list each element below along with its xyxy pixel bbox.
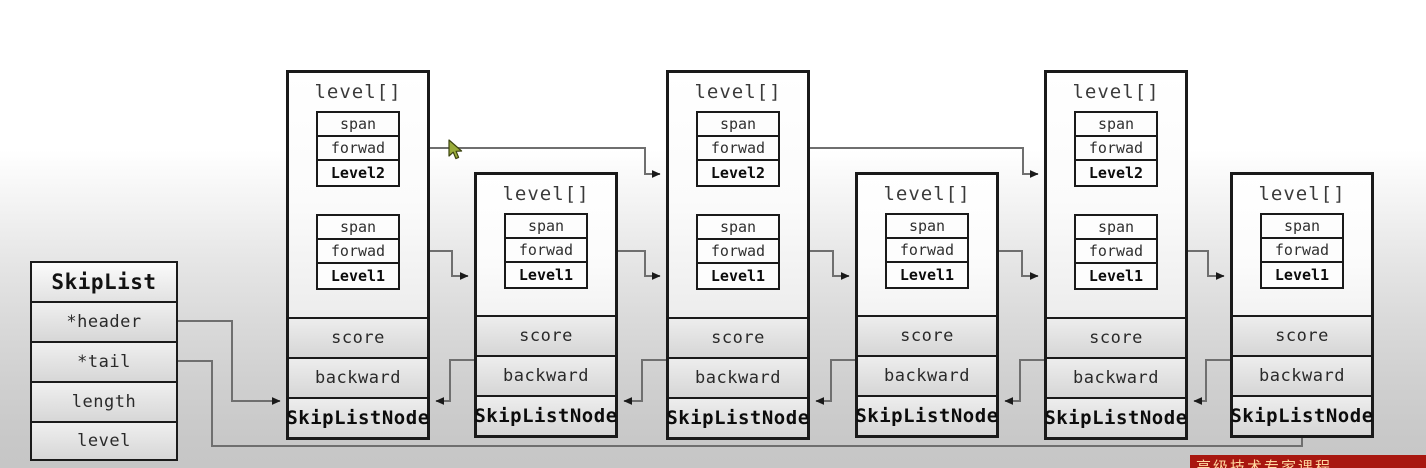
level-name-cell: Level1 xyxy=(318,264,398,288)
forward-cell: forwad xyxy=(698,240,778,264)
level-array-label: level[] xyxy=(1258,183,1346,205)
level-name-cell: Level2 xyxy=(1076,161,1156,185)
wire-backward-node4-to-node3 xyxy=(815,359,855,405)
node-name-row: SkipListNode xyxy=(1044,397,1187,437)
forward-cell: forwad xyxy=(1076,137,1156,161)
skiplist-field-tail: *tail xyxy=(30,341,178,381)
level-name-cell: Level1 xyxy=(1262,263,1342,287)
span-cell: span xyxy=(698,216,778,240)
score-row: score xyxy=(477,315,615,355)
backward-row: backward xyxy=(477,355,615,395)
backward-row: backward xyxy=(858,355,996,395)
skiplist-field-length: length xyxy=(30,381,178,421)
span-cell: span xyxy=(318,216,398,240)
score-row: score xyxy=(669,317,807,357)
level-name-cell: Level1 xyxy=(698,264,778,288)
span-cell: span xyxy=(1076,216,1156,240)
level-name-cell: Level2 xyxy=(698,161,778,185)
level-array-label: level[] xyxy=(883,183,971,205)
bottom-banner-text: 高级技术专家课程 xyxy=(1196,458,1333,468)
level-array-label: level[] xyxy=(502,183,590,205)
wire-backward-node2-to-node1 xyxy=(435,359,474,405)
level-spacer xyxy=(1047,290,1185,309)
skiplist-title: SkipList xyxy=(30,261,178,301)
forward-cell: forwad xyxy=(887,239,967,263)
level-spacer xyxy=(477,289,615,307)
level-spacer xyxy=(1233,289,1371,307)
wire-backward-node5-to-node4 xyxy=(1004,359,1044,405)
score-row: score xyxy=(289,317,427,357)
backward-row: backward xyxy=(1233,355,1371,395)
wire-backward-node3-to-node2 xyxy=(623,359,666,405)
mouse-pointer-icon xyxy=(448,139,463,160)
wire-level2-node3-to-node5 xyxy=(793,147,1039,178)
node-name-row: SkipListNode xyxy=(855,395,998,435)
bottom-banner: 高级技术专家课程 xyxy=(1190,455,1426,468)
span-cell: span xyxy=(698,113,778,137)
span-cell: span xyxy=(887,215,967,239)
span-cell: span xyxy=(1076,113,1156,137)
node-name-row: SkipListNode xyxy=(474,395,617,435)
span-cell: span xyxy=(506,215,586,239)
span-cell: span xyxy=(1262,215,1342,239)
score-row: score xyxy=(858,315,996,355)
backward-row: backward xyxy=(669,357,807,397)
level-array-label: level[] xyxy=(314,81,402,103)
forward-cell: forwad xyxy=(318,240,398,264)
level-spacer xyxy=(858,289,996,307)
skiplist-struct: SkipList *header *tail length level xyxy=(30,261,178,461)
level-name-cell: Level1 xyxy=(1076,264,1156,288)
forward-cell: forwad xyxy=(318,137,398,161)
backward-row: backward xyxy=(289,357,427,397)
node-name-row: SkipListNode xyxy=(1230,395,1373,435)
wire-header-to-node1 xyxy=(178,320,281,405)
level-array-label: level[] xyxy=(694,81,782,103)
forward-cell: forwad xyxy=(1076,240,1156,264)
score-row: score xyxy=(1047,317,1185,357)
forward-cell: forwad xyxy=(698,137,778,161)
level-name-cell: Level1 xyxy=(506,263,586,287)
skiplist-field-level: level xyxy=(30,421,178,461)
forward-cell: forwad xyxy=(506,239,586,263)
score-row: score xyxy=(1233,315,1371,355)
backward-row: backward xyxy=(1047,357,1185,397)
wire-backward-node6-to-node5 xyxy=(1193,359,1230,405)
node-name-row: SkipListNode xyxy=(666,397,809,437)
forward-cell: forwad xyxy=(1262,239,1342,263)
level-name-cell: Level1 xyxy=(887,263,967,287)
node-name-row: SkipListNode xyxy=(286,397,429,437)
level-name-cell: Level2 xyxy=(318,161,398,185)
level-spacer xyxy=(289,290,427,309)
level-spacer xyxy=(669,290,807,309)
skiplist-field-header: *header xyxy=(30,301,178,341)
level-array-label: level[] xyxy=(1072,81,1160,103)
span-cell: span xyxy=(318,113,398,137)
